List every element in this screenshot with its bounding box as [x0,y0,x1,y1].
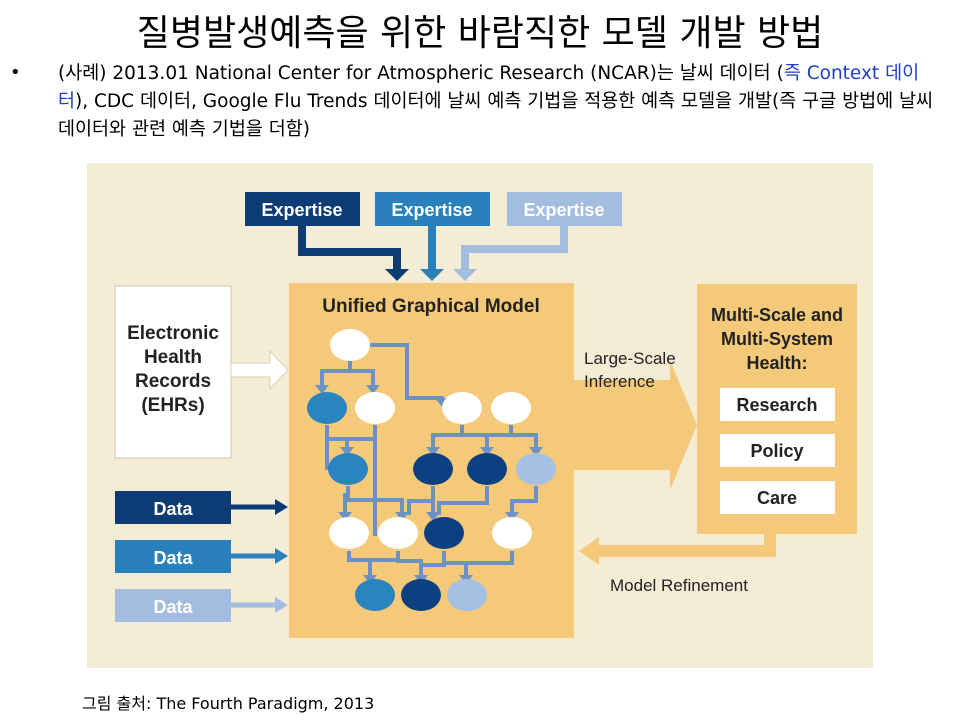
graph-node [329,517,369,549]
graph-arrowheads [315,385,543,584]
bullet-text-part2: ), CDC 데이터, Google Flu Trends 데이터에 날씨 예측… [58,91,934,140]
refinement-label: Model Refinement [610,576,748,595]
graph-nodes [307,329,556,611]
expertise-label-3: Expertise [523,200,604,220]
health-title-line-1: Multi-Scale and [711,305,843,325]
inference-line-1: Large-Scale [584,349,676,368]
graph-node [355,392,395,424]
model-title: Unified Graphical Model [322,296,539,317]
ehr-line-4: (EHRs) [141,395,204,416]
health-item-policy: Policy [720,434,835,467]
graph-node [424,517,464,549]
expertise-label-2: Expertise [391,200,472,220]
graph-node [491,392,531,424]
inference-arrow [574,360,697,490]
graph-node [401,579,441,611]
health-item-label: Policy [750,441,803,461]
expertise-arrow-3 [461,226,568,271]
bullet-marker: • [10,62,21,83]
graph-node [516,453,556,485]
ehr-arrow [230,349,289,391]
data-arrowhead-3 [275,597,288,613]
health-item-research: Research [720,388,835,421]
data-arrowhead-2 [275,548,288,564]
expertise-box-2: Expertise [375,192,490,226]
data-arrowhead-1 [275,499,288,515]
slide-title: 질병발생예측을 위한 바람직한 모델 개발 방법 [136,13,824,54]
data-label-2: Data [153,548,193,568]
health-item-care: Care [720,481,835,514]
graph-node [467,453,507,485]
data-box-2: Data [115,540,231,573]
graph-node [442,392,482,424]
bullet-highlight: 즉 Context 데이터 [58,63,920,112]
figure-caption: 그림 출처: The Fourth Paradigm, 2013 [82,694,375,713]
data-box-3: Data [115,589,231,622]
graph-node [355,579,395,611]
ehr-line-2: Health [144,347,202,368]
graph-node [378,517,418,549]
data-box-1: Data [115,491,231,524]
expertise-arrowhead-1 [385,269,409,281]
expertise-arrowhead-2 [420,269,444,281]
health-title-line-3: Health: [746,353,807,373]
ehr-box: Electronic Health Records (EHRs) [114,285,232,459]
data-label-1: Data [153,499,193,519]
graph-node [413,453,453,485]
framework-diagram: Expertise Expertise Expertise Electronic… [87,163,873,668]
data-label-3: Data [153,597,193,617]
health-item-label: Research [736,395,817,415]
graph-node [328,453,368,485]
refinement-arrowhead [579,537,599,565]
health-item-label: Care [757,488,797,508]
refinement-arrow [597,534,776,557]
expertise-box-3: Expertise [507,192,622,226]
graph-node [492,517,532,549]
inference-line-2: Inference [584,372,655,391]
graph-node [447,579,487,611]
expertise-box-1: Expertise [245,192,360,226]
expertise-arrow-1 [298,226,401,271]
graph-node [307,392,347,424]
expertise-arrowhead-3 [453,269,477,281]
bullet-text-part1: (사례) 2013.01 National Center for Atmosph… [58,63,784,84]
health-title-line-2: Multi-System [721,329,833,349]
graph-node [330,329,370,361]
ehr-line-1: Electronic [127,323,219,344]
bullet-text: (사례) 2013.01 National Center for Atmosph… [58,60,948,144]
ehr-line-3: Records [135,371,211,392]
expertise-label-1: Expertise [261,200,342,220]
